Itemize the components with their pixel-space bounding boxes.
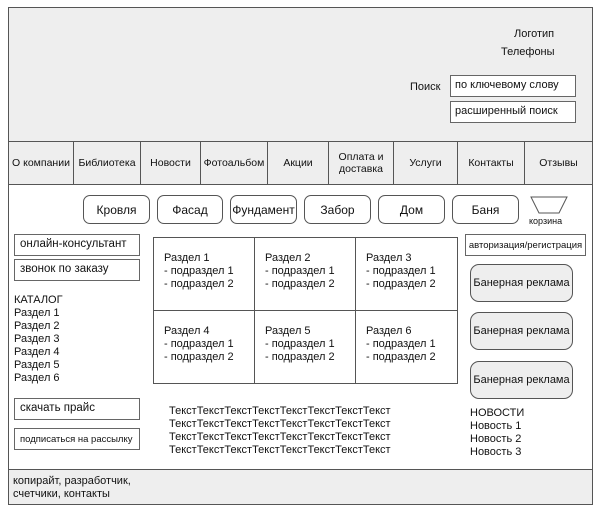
search-keyword-input[interactable]: по ключевому слову: [450, 75, 576, 97]
category-button-roof[interactable]: Кровля: [83, 195, 150, 224]
catalog-item[interactable]: Раздел 4: [14, 346, 60, 358]
nav-item-payment-delivery[interactable]: Оплата и доставка: [329, 142, 394, 184]
subsection-link[interactable]: - подраздел 1: [164, 265, 234, 277]
advanced-search-link[interactable]: расширенный поиск: [450, 101, 576, 123]
section-title[interactable]: Раздел 2: [265, 252, 311, 264]
text-line: ТекстТекстТекстТекстТекстТекстТекстТекст: [169, 444, 391, 456]
text-line: ТекстТекстТекстТекстТекстТекстТекстТекст: [169, 418, 391, 430]
section-cell[interactable]: Раздел 3 - подраздел 1 - подраздел 2: [356, 238, 457, 311]
cart-label[interactable]: корзина: [529, 216, 563, 226]
banner-ad[interactable]: Банерная реклама: [470, 312, 573, 350]
nav-item-services[interactable]: Услуги: [394, 142, 458, 184]
phones: Телефоны: [501, 46, 555, 58]
subsection-link[interactable]: - подраздел 2: [164, 278, 234, 290]
catalog: КАТАЛОГ Раздел 1 Раздел 2 Раздел 3 Разде…: [14, 294, 63, 385]
news-item[interactable]: Новость 3: [470, 446, 522, 458]
subsection-link[interactable]: - подраздел 1: [265, 265, 335, 277]
section-title[interactable]: Раздел 4: [164, 325, 210, 337]
category-button-facade[interactable]: Фасад: [157, 195, 223, 224]
banner-ad[interactable]: Банерная реклама: [470, 264, 573, 302]
nav-item-library[interactable]: Библиотека: [74, 142, 141, 184]
catalog-title: КАТАЛОГ: [14, 294, 63, 306]
subsection-link[interactable]: - подраздел 1: [366, 338, 436, 350]
news-title: НОВОСТИ: [470, 407, 525, 419]
news-block: НОВОСТИ Новость 1 Новость 2 Новость 3: [470, 407, 524, 459]
section-cell[interactable]: Раздел 1 - подраздел 1 - подраздел 2: [154, 238, 255, 311]
callback-button[interactable]: звонок по заказу: [14, 259, 140, 281]
footer-line: счетчики, контакты: [13, 488, 110, 500]
nav-item-about[interactable]: О компании: [9, 142, 74, 184]
category-button-fence[interactable]: Забор: [304, 195, 371, 224]
subscribe-button[interactable]: подписаться на рассылку: [14, 428, 140, 450]
main-text: ТекстТекстТекстТекстТекстТекстТекстТекст…: [169, 405, 391, 457]
text-line: ТекстТекстТекстТекстТекстТекстТекстТекст: [169, 405, 391, 417]
section-cell[interactable]: Раздел 2 - подраздел 1 - подраздел 2: [255, 238, 356, 311]
category-button-sauna[interactable]: Баня: [452, 195, 519, 224]
auth-register-link[interactable]: авторизация/регистрация: [465, 234, 586, 256]
catalog-item[interactable]: Раздел 1: [14, 307, 60, 319]
section-title[interactable]: Раздел 1: [164, 252, 210, 264]
download-price-button[interactable]: скачать прайс: [14, 398, 140, 420]
section-cell[interactable]: Раздел 4 - подраздел 1 - подраздел 2: [154, 311, 255, 384]
online-consultant-button[interactable]: онлайн-консультант: [14, 234, 140, 256]
section-cell[interactable]: Раздел 6 - подраздел 1 - подраздел 2: [356, 311, 457, 384]
nav-item-promotions[interactable]: Акции: [268, 142, 329, 184]
site-footer: копирайт, разработчик, счетчики, контакт…: [9, 469, 592, 504]
main-nav: О компании Библиотека Новости Фотоальбом…: [9, 142, 592, 185]
catalog-item[interactable]: Раздел 5: [14, 359, 60, 371]
subsection-link[interactable]: - подраздел 2: [366, 278, 436, 290]
nav-item-contacts[interactable]: Контакты: [458, 142, 525, 184]
category-button-house[interactable]: Дом: [378, 195, 445, 224]
site-header: Логотип Телефоны Поиск по ключевому слов…: [9, 8, 592, 142]
subsection-link[interactable]: - подраздел 1: [265, 338, 335, 350]
subsection-link[interactable]: - подраздел 2: [366, 351, 436, 363]
text-line: ТекстТекстТекстТекстТекстТекстТекстТекст: [169, 431, 391, 443]
catalog-item[interactable]: Раздел 3: [14, 333, 60, 345]
news-item[interactable]: Новость 2: [470, 433, 522, 445]
search-label: Поиск: [410, 81, 441, 93]
footer-line: копирайт, разработчик,: [13, 475, 131, 487]
catalog-item[interactable]: Раздел 2: [14, 320, 60, 332]
page-wireframe: Логотип Телефоны Поиск по ключевому слов…: [8, 7, 593, 505]
nav-item-reviews[interactable]: Отзывы: [539, 157, 578, 169]
catalog-item[interactable]: Раздел 6: [14, 372, 60, 384]
nav-item-news[interactable]: Новости: [141, 142, 201, 184]
section-title[interactable]: Раздел 5: [265, 325, 311, 337]
banner-ad[interactable]: Банерная реклама: [470, 361, 573, 399]
section-cell[interactable]: Раздел 5 - подраздел 1 - подраздел 2: [255, 311, 356, 384]
sections-grid: Раздел 1 - подраздел 1 - подраздел 2 Раз…: [153, 237, 458, 384]
subsection-link[interactable]: - подраздел 2: [164, 351, 234, 363]
nav-item-photoalbum[interactable]: Фотоальбом: [201, 142, 268, 184]
category-button-foundation[interactable]: Фундамент: [230, 195, 297, 224]
subsection-link[interactable]: - подраздел 2: [265, 278, 335, 290]
section-title[interactable]: Раздел 3: [366, 252, 412, 264]
news-item[interactable]: Новость 1: [470, 420, 522, 432]
subsection-link[interactable]: - подраздел 2: [265, 351, 335, 363]
logo[interactable]: Логотип: [514, 28, 555, 40]
subsection-link[interactable]: - подраздел 1: [366, 265, 436, 277]
subsection-link[interactable]: - подраздел 1: [164, 338, 234, 350]
section-title[interactable]: Раздел 6: [366, 325, 412, 337]
basket-icon[interactable]: [530, 196, 568, 214]
